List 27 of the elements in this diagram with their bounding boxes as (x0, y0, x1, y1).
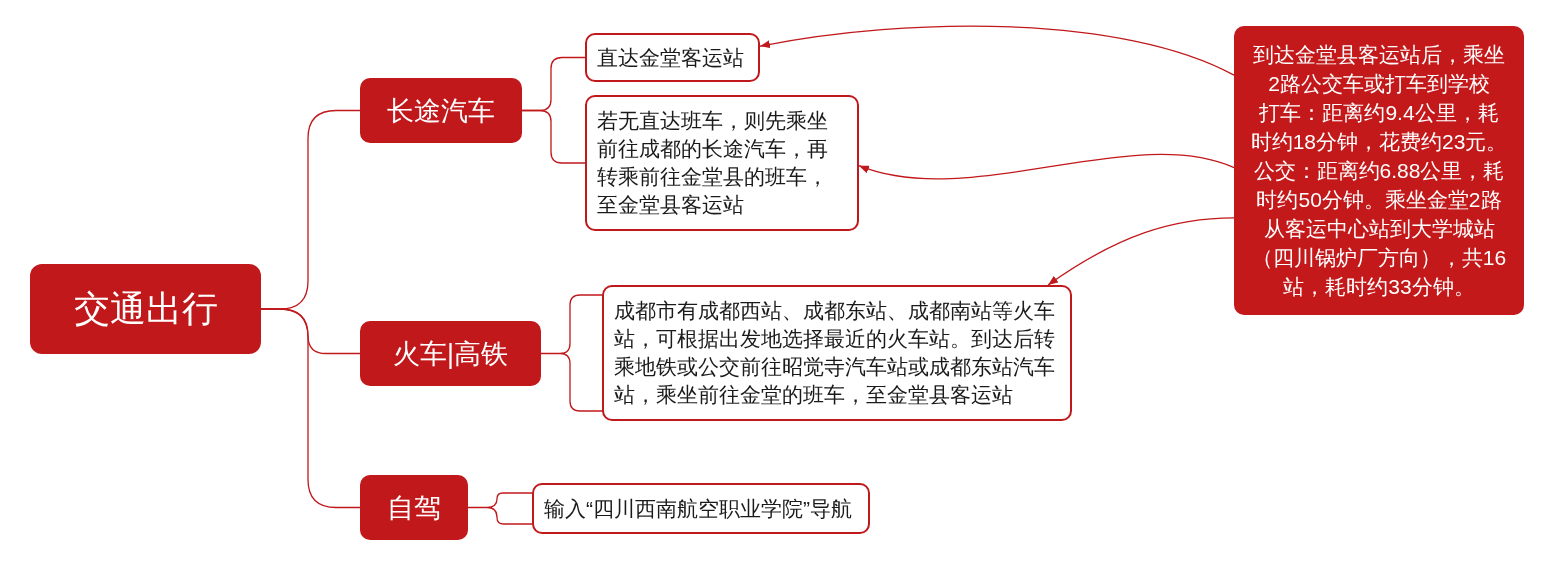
detail-text: 若无直达班车，则先乘坐前往成都的长途汽车，再转乘前往金堂县的班车，至金堂县客运站 (597, 108, 829, 218)
arrow (1047, 217, 1235, 286)
detail-text: 成都市有成都西站、成都东站、成都南站等火车站，可根据出发地选择最近的火车站。到达后转乘地铁或公交前往昭觉寺汽车站或成都东站汽车站，乘坐前往金堂的班车，至金堂县客运站 (614, 298, 1056, 408)
detail-box (585, 95, 859, 231)
brace-connector (521, 109, 586, 164)
topic-text: 自驾 (387, 491, 441, 524)
topic-box (360, 475, 468, 540)
topic-text: 交通出行 (73, 289, 218, 329)
detail-box (585, 33, 760, 82)
detail-text: 直达金堂客运站 (597, 44, 744, 71)
brace-connector (260, 308, 361, 509)
central-topic-box (30, 264, 261, 354)
topic-text: 火车|高铁 (393, 337, 508, 370)
arrow (759, 25, 1235, 76)
note-text: 到达金堂县客运站后，乘坐2路公交车或打车到学校 (1252, 42, 1506, 97)
detail-text: 输入“四川西南航空职业学院”导航 (544, 495, 852, 522)
note-text: 公交：距离约6.88公里，耗时约50分钟。乘坐金堂2路从客运中心站到大学城站（四川锅炉厂方向），共16站，耗时约33分钟。 (1250, 158, 1508, 300)
topic-box (360, 78, 522, 143)
note-text: 打车：距离约9.4公里，耗时约18分钟，花费约23元。 (1250, 100, 1508, 155)
topic-box (360, 321, 541, 386)
brace-connector (467, 492, 533, 525)
brace-connector (540, 294, 603, 412)
detail-box (532, 483, 870, 534)
arrow (858, 154, 1235, 180)
topic-text: 长途汽车 (387, 94, 495, 127)
detail-box (602, 285, 1072, 421)
note-box (1234, 26, 1524, 315)
